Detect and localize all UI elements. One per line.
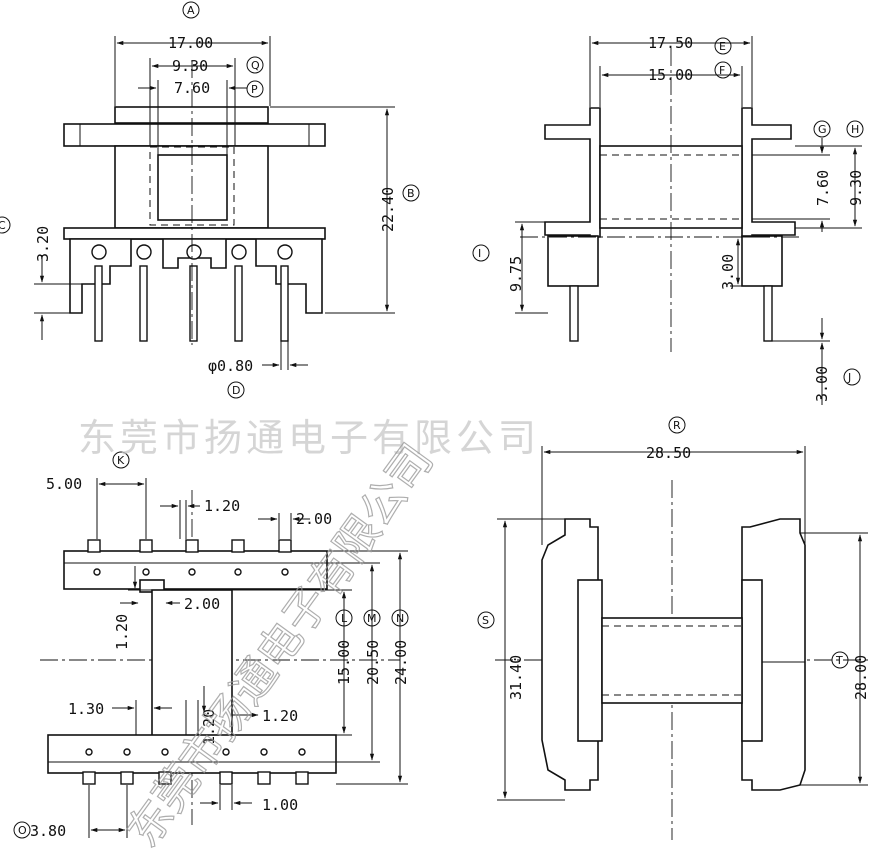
side-left-block — [547, 235, 599, 287]
callout-s: S — [477, 611, 495, 629]
callout-b: B — [402, 184, 420, 202]
dim-o-value: 3.80 — [30, 822, 66, 840]
dim-left-gap-value: 1.20 — [113, 614, 131, 650]
dim-g-value: 7.60 — [814, 170, 832, 206]
dim-pitch-top-value: 1.20 — [204, 497, 240, 515]
svg-text:J: J — [847, 371, 851, 384]
svg-text:L: L — [341, 612, 348, 625]
side-view: 17.50 15.00 7.60 9.30 9.75 3.00 3.00 — [507, 34, 865, 405]
callout-j: J — [843, 368, 861, 386]
callout-q: Q — [246, 56, 264, 74]
svg-text:P: P — [251, 83, 258, 96]
callout-i: I — [472, 244, 490, 262]
svg-text:C: C — [0, 219, 6, 232]
svg-text:Q: Q — [251, 59, 260, 72]
svg-text:E: E — [719, 40, 726, 53]
callout-n: N — [391, 609, 409, 627]
dim-d-value: φ0.80 — [208, 357, 253, 375]
dim-lower-right-value: 1.20 — [262, 707, 298, 725]
svg-text:T: T — [835, 654, 843, 667]
bottom-view: 5.00 1.20 2.00 2.00 1.20 15.00 20.50 — [30, 475, 410, 840]
dim-i-value: 9.75 — [507, 256, 525, 292]
dim-m-value: 20.50 — [364, 640, 382, 685]
svg-text:G: G — [818, 123, 827, 136]
dim-j-value: 3.00 — [813, 366, 831, 402]
dim-q-value: 9.30 — [172, 57, 208, 75]
side-pin-block — [741, 235, 783, 287]
svg-text:R: R — [673, 419, 681, 432]
callout-l: L — [335, 609, 353, 627]
callouts: A Q P B C D E F G H I J K L M N O R S T — [0, 1, 864, 839]
side-right-flange — [741, 107, 796, 238]
front-view: 17.00 9.30 7.60 22.40 3.20 φ0.80 — [34, 34, 397, 375]
callout-t: T — [831, 651, 849, 669]
callout-c: C — [0, 216, 11, 234]
callout-g: G — [813, 120, 831, 138]
svg-text:A: A — [187, 4, 195, 17]
svg-text:O: O — [18, 824, 27, 837]
dim-lower-mid-value: 1.20 — [200, 709, 218, 745]
dim-right-top-value: 2.00 — [296, 510, 332, 528]
svg-text:I: I — [478, 247, 481, 260]
callout-h: H — [846, 120, 864, 138]
dim-n-value: 24.00 — [392, 640, 410, 685]
dim-slot-value: 2.00 — [184, 595, 220, 613]
dim-mid-value: 3.00 — [719, 254, 737, 290]
callout-f: F — [714, 61, 732, 79]
dim-k-value: 5.00 — [46, 475, 82, 493]
callout-d: D — [227, 381, 245, 399]
dim-h-value: 9.30 — [847, 170, 865, 206]
callout-k: K — [112, 451, 130, 469]
callout-r: R — [668, 416, 686, 434]
svg-text:N: N — [396, 612, 404, 625]
dim-a-value: 17.00 — [168, 34, 213, 52]
svg-text:M: M — [367, 612, 377, 625]
front-pin-block — [69, 238, 323, 314]
dim-t-value: 28.00 — [852, 655, 870, 700]
front-window — [157, 154, 228, 221]
side-left-flange — [544, 107, 601, 238]
dim-f-value: 15.00 — [648, 66, 693, 84]
dim-lower-left-value: 1.30 — [68, 700, 104, 718]
front-top-cap — [114, 106, 269, 124]
front-top-flange — [63, 123, 326, 147]
bottom-core — [151, 589, 233, 737]
dim-lower-bottom-value: 1.00 — [262, 796, 298, 814]
callout-m: M — [363, 609, 381, 627]
dim-l-value: 15.00 — [335, 640, 353, 685]
top-tube — [601, 617, 743, 704]
svg-text:D: D — [232, 384, 240, 397]
svg-text:K: K — [117, 454, 125, 467]
dim-e-value: 17.50 — [648, 34, 693, 52]
dim-s-value: 31.40 — [507, 655, 525, 700]
dim-r-value: 28.50 — [646, 444, 691, 462]
dim-p-value: 7.60 — [174, 79, 210, 97]
callout-p: P — [246, 80, 264, 98]
dim-c-value: 3.20 — [34, 226, 52, 262]
top-view: 28.50 31.40 28.00 — [495, 444, 870, 840]
svg-text:S: S — [482, 614, 489, 627]
callout-a: A — [182, 1, 200, 19]
front-bottom-flange — [63, 227, 326, 240]
svg-text:F: F — [719, 64, 725, 77]
callout-e: E — [714, 37, 732, 55]
watermark-horizontal: 东莞市扬通电子有限公司 — [78, 416, 540, 460]
bottom-bottom-row — [47, 734, 337, 774]
callout-o: O — [13, 821, 31, 839]
svg-text:B: B — [407, 187, 415, 200]
svg-text:H: H — [851, 123, 859, 136]
dim-b-value: 22.40 — [379, 187, 397, 232]
